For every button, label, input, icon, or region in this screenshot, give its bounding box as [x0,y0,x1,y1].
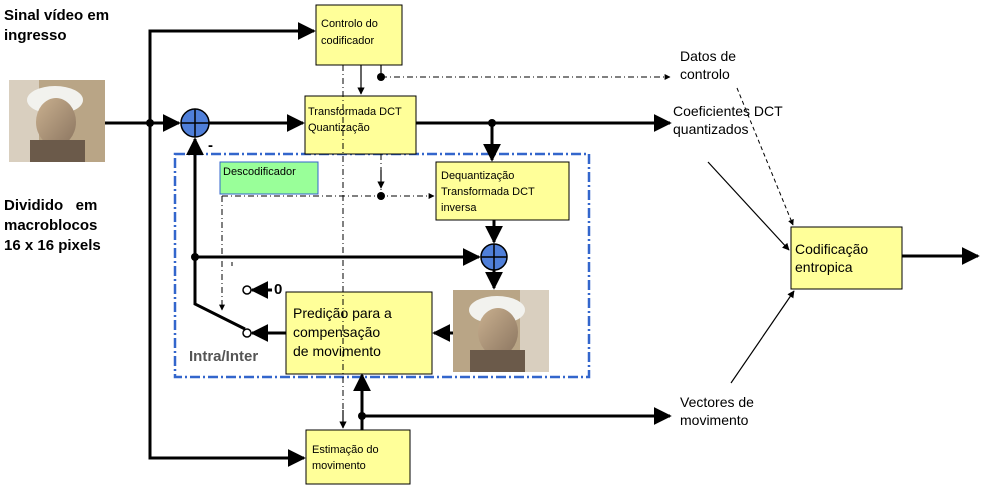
controlo-label-1: Controlo do [321,18,378,30]
datos-label-2: controlo [680,66,730,82]
codif-label-1: Codificação [795,241,868,257]
codif-block [790,226,903,290]
reference-frame-thumbnail [453,290,549,372]
deq-block [435,161,570,221]
input-title-2: ingresso [4,27,67,44]
pred-label-2: compensação [293,324,380,340]
estim-block [305,429,411,485]
vectores-label-2: movimento [680,412,749,428]
estim-label-1: Estimação do [312,444,379,456]
descodificador-block [219,161,319,195]
zero-label: 0 [274,281,282,298]
input-video-thumbnail [9,80,105,162]
datos-label-1: Datos de [680,48,736,64]
deq-label-3: inversa [441,202,477,214]
controlo-block [315,4,403,66]
switch-contact-zero [242,285,252,295]
reconstruction-summer [480,243,508,271]
dct-block [304,95,417,155]
datos-to-codif-dashed [736,87,794,226]
control-dashed-lines [219,65,671,428]
input-title-1: Sinal vídeo em [4,7,109,24]
switch-contact-pred [242,328,252,338]
coef-label-1: Coeficientes DCT [673,103,783,119]
pred-label-3: de movimento [293,343,381,359]
dct-label-1: Transformada DCT [308,106,402,118]
divided-label-2: macroblocos [4,217,97,234]
deq-label-2: Transformada DCT [441,186,535,198]
thin-arrows [339,65,795,429]
controlo-label-2: codificador [321,35,375,47]
intra-inter-label: Intra/Inter [189,348,258,365]
descodificador-label: Descodificador [223,166,296,178]
coef-label-2: quantizados [673,121,749,137]
estim-label-2: movimento [312,460,366,472]
codif-label-2: entropica [795,259,853,275]
minus-sign: - [208,137,213,154]
vectores-label-1: Vectores de [680,394,754,410]
divided-label-1: Dividido em [4,197,97,214]
input-summer [180,108,210,138]
divided-label-3: 16 x 16 pixels [4,237,101,254]
dct-label-2: Quantização [308,122,370,134]
deq-label-1: Dequantização [441,170,514,182]
thick-connections [105,22,980,467]
